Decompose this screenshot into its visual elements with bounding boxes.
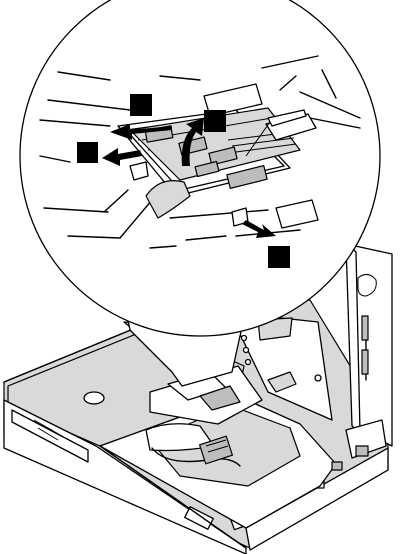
latch-left [130, 162, 148, 180]
round-button [84, 392, 104, 404]
step-3-marker [204, 110, 226, 132]
step-4-marker [268, 246, 290, 268]
step-2-marker [77, 142, 98, 163]
step-1-marker [130, 94, 152, 116]
